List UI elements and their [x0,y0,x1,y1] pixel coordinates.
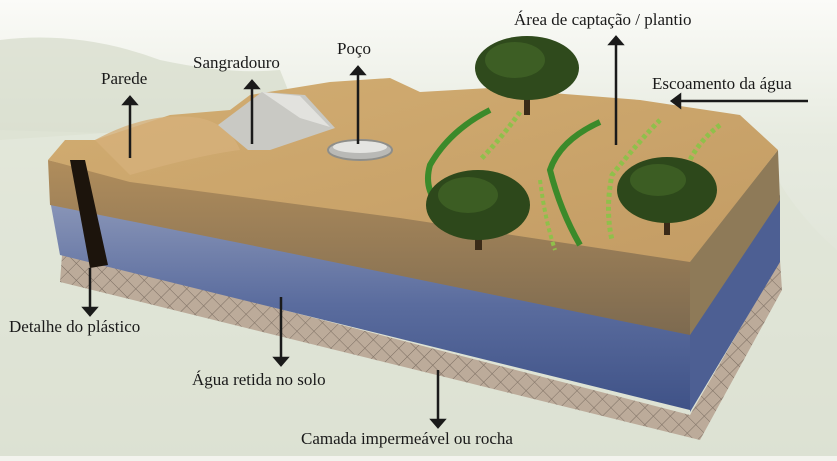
label-sangradouro: Sangradouro [193,53,280,72]
label-parede: Parede [101,69,148,88]
label-camada: Camada impermeável ou rocha [301,429,513,448]
label-agua-retida: Água retida no solo [192,370,326,389]
tree-back [475,36,579,115]
label-area-captacao: Área de captação / plantio [514,10,692,29]
tree-front-right [617,157,717,235]
tree-front-left [426,170,530,250]
label-escoamento: Escoamento da água [652,74,792,93]
label-detalhe-plastico: Detalhe do plástico [9,317,141,336]
label-poco: Poço [337,39,371,58]
